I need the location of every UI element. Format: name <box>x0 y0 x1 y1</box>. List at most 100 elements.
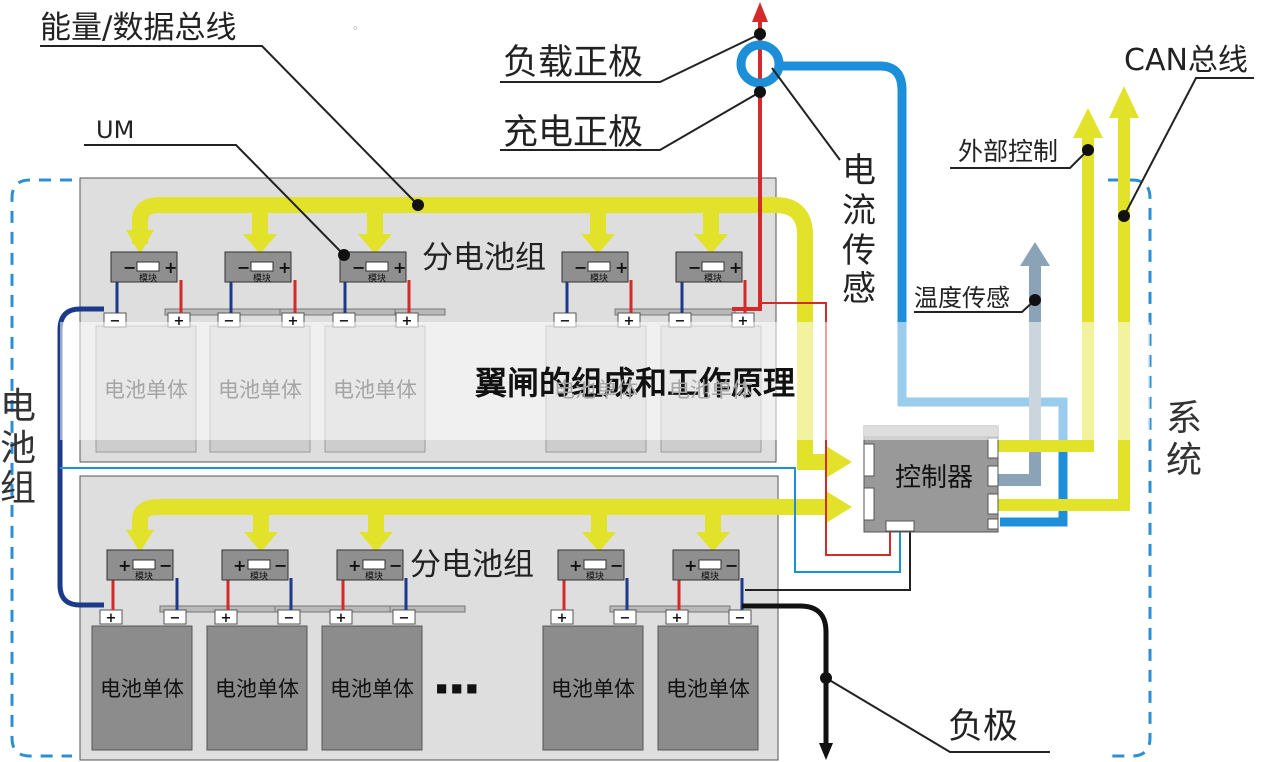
small-dot: ◦ <box>352 22 359 35</box>
positive-arrow <box>752 2 768 22</box>
minus-sign: − <box>399 611 410 626</box>
plus-sign: + <box>615 258 628 277</box>
module-label: 模块 <box>701 570 719 582</box>
lower-bus-drops <box>126 513 730 552</box>
minus-sign: − <box>110 314 121 329</box>
plus-sign: + <box>348 556 361 575</box>
current-sense-char-1: 电 <box>842 151 876 191</box>
lower-module-windows <box>132 559 722 570</box>
lower-terminals <box>99 609 752 625</box>
module-label: 模块 <box>365 570 383 582</box>
lower-terminal-signs: +− +− +− +− +− <box>106 611 746 626</box>
current-sense-char-4: 感 <box>842 269 876 309</box>
negative-main-wire <box>742 603 829 745</box>
plus-sign: + <box>684 556 697 575</box>
plus-sign: + <box>557 611 568 626</box>
energy-bus-label: 能量/数据总线 <box>40 10 236 46</box>
negative-arrow <box>819 743 833 760</box>
minus-sign: − <box>620 611 631 626</box>
external-control-label: 外部控制 <box>958 137 1058 166</box>
red-sense-wire <box>760 302 891 556</box>
positive-main-wire <box>732 22 762 311</box>
cell-label: 电池单体 <box>330 677 414 701</box>
minus-sign: − <box>224 314 235 329</box>
plus-sign: + <box>624 314 635 329</box>
plus-sign: + <box>738 314 749 329</box>
upper-module-windows <box>136 261 725 272</box>
plus-sign: + <box>288 314 299 329</box>
minus-sign: − <box>735 611 746 626</box>
module-label: 模块 <box>135 570 153 582</box>
minus-sign: − <box>610 556 623 575</box>
temp-sense-label: 温度传感 <box>914 284 1010 312</box>
module-label: 模块 <box>139 272 157 284</box>
leader-dots <box>338 28 1130 684</box>
lower-dots: ■ ■ ■ <box>436 681 478 695</box>
lower-cells <box>91 625 759 751</box>
plus-sign: + <box>278 258 291 277</box>
cell-label: 电池单体 <box>551 677 635 701</box>
plus-sign: + <box>164 258 177 277</box>
upper-terminal-signs: −+ −+ −+ −+ −+ <box>110 314 749 329</box>
title-banner-backdrop <box>60 322 1150 440</box>
upper-energy-bus <box>132 197 828 470</box>
minus-sign: − <box>284 611 295 626</box>
battery-pack-outline <box>10 178 72 758</box>
plus-sign: + <box>569 556 582 575</box>
can-bus-line <box>998 110 1130 511</box>
current-sensor-ring <box>736 40 784 88</box>
battery-cell <box>657 625 759 751</box>
upper-module-wires <box>115 280 747 313</box>
current-sense-char-3: 传 <box>842 231 876 271</box>
series-link-wire <box>57 306 104 608</box>
lower-cell-labels: 电池单体 电池单体 电池单体 电池单体 电池单体 <box>100 677 750 701</box>
cell-label: 电池单体 <box>100 677 184 701</box>
module-label: 模块 <box>250 570 268 582</box>
minus-sign: − <box>560 314 571 329</box>
bus-arrow-to-controller <box>826 446 852 478</box>
module-label: 模块 <box>368 272 386 284</box>
battery-pack-char-2: 池 <box>0 428 36 469</box>
minus-sign: − <box>389 556 402 575</box>
external-control-arrow <box>1073 108 1103 138</box>
controller-label: 控制器 <box>895 463 973 493</box>
module-label: 模块 <box>253 272 271 284</box>
upper-module-signs: −+ −+ −+ −+ −+ <box>123 258 742 277</box>
plus-sign: + <box>233 556 246 575</box>
cell-label: 电池单体 <box>104 378 188 402</box>
battery-cell <box>321 625 423 751</box>
system-outline <box>1108 178 1152 758</box>
external-control-line <box>998 128 1094 452</box>
battery-pack-char-1: 电 <box>0 386 36 427</box>
system-char-1: 系 <box>1166 398 1202 439</box>
cell-label: 电池单体 <box>554 378 638 402</box>
minus-sign: − <box>725 556 738 575</box>
lower-energy-bus <box>132 499 828 538</box>
upper-cell-labels: 电池单体 电池单体 电池单体 电池单体 电池单体 <box>104 378 753 402</box>
module-label: 模块 <box>590 272 608 284</box>
cell-label: 电池单体 <box>333 378 417 402</box>
minus-sign: − <box>688 258 701 277</box>
battery-pack-char-3: 组 <box>0 468 36 509</box>
current-sense-char-2: 流 <box>842 191 876 231</box>
battery-cell <box>542 625 644 751</box>
cell-label: 电池单体 <box>666 677 750 701</box>
lower-busbars <box>159 605 731 613</box>
cell-label: 电池单体 <box>669 378 753 402</box>
plus-sign: + <box>221 611 232 626</box>
minus-sign: − <box>237 258 250 277</box>
minus-sign: − <box>170 611 181 626</box>
minus-sign: − <box>274 556 287 575</box>
cell-label: 电池单体 <box>218 378 302 402</box>
minus-sign: − <box>159 556 172 575</box>
can-bus-label: CAN总线 <box>1124 43 1248 78</box>
module-label: 模块 <box>704 272 722 284</box>
plus-sign: + <box>729 258 742 277</box>
plus-sign: + <box>118 556 131 575</box>
temp-sense-arrow <box>1020 242 1050 266</box>
um-label: UM <box>96 116 134 144</box>
blue-sense-wire <box>60 467 901 573</box>
cell-label: 电池单体 <box>215 677 299 701</box>
negative-label: 负极 <box>948 707 1018 747</box>
